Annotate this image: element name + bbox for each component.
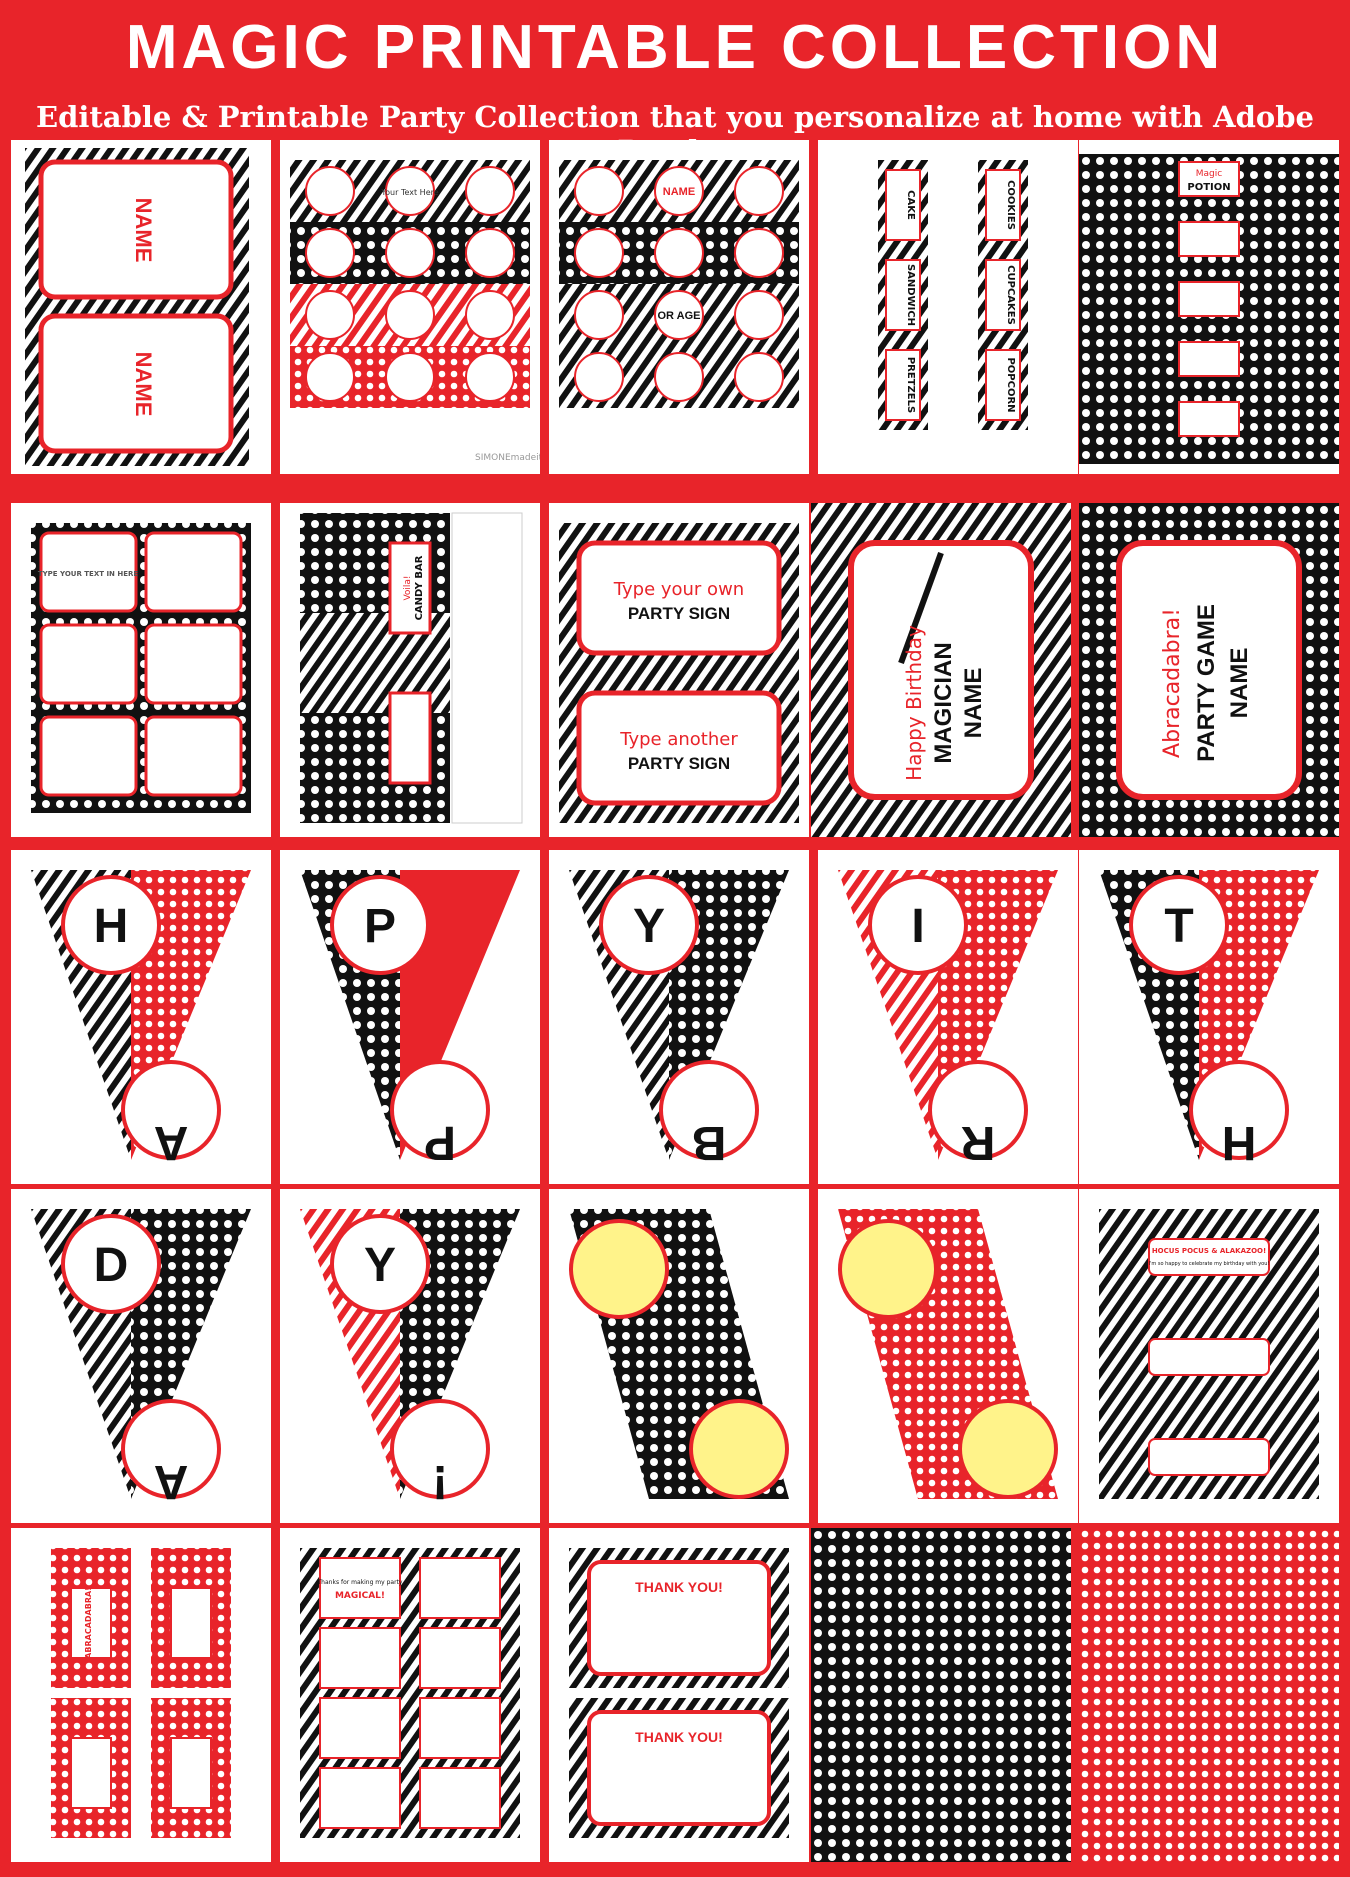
banner-spacer-red-tile [818,1189,1078,1523]
pennant-1-tile: H A [11,850,271,1184]
thanks-tags-tile: Thanks for making my party MAGICAL! [280,1528,540,1862]
pennant-1-top: H [94,900,129,953]
pennant-6-bottom: A [154,1455,189,1508]
party-tags-tile: TYPE YOUR TEXT IN HERE [11,503,271,837]
pennant-7-bottom: ! [432,1455,448,1508]
poster1-line2: MAGICIAN [930,642,957,763]
poster2-line1: Abracadabra! [1160,608,1185,758]
poster2-line2: PARTY GAME [1193,604,1220,762]
invitation-tile: NAME NAME [11,140,271,474]
table-signs-tile: Type your own PARTY SIGN Type another PA… [549,503,809,837]
food-label-5: PRETZELS [905,357,916,413]
sign1-line2: PARTY SIGN [628,604,730,623]
food-label-1: CAKE [905,190,916,220]
thank-you-title: THANK YOU! [635,1579,723,1595]
pennant-4-bottom: R [961,1116,996,1169]
potion-line1: Magic [1196,169,1222,179]
treat-line1: HOCUS POCUS & ALAKAZOO! [1152,1247,1266,1255]
poster1-line3: NAME [960,668,987,739]
invitation-name: NAME [131,198,156,263]
pennant-4-tile: I R [818,850,1078,1184]
party-squares-tile: NAME OR AGE [549,140,809,474]
sign1-line1: Type your own [613,579,744,600]
banner-spacer-black-tile [549,1189,809,1523]
thanks-line2: MAGICAL! [335,1591,385,1601]
sign2-line1: Type another [619,729,738,750]
sign2-line2: PARTY SIGN [628,754,730,773]
food-label-3: SANDWICH [905,264,916,326]
thanks-line1: Thanks for making my party [317,1579,403,1586]
pennant-3-top: Y [633,900,665,953]
pennant-3-tile: Y B [549,850,809,1184]
pennant-2-tile: P P [280,850,540,1184]
invitation-name-2: NAME [131,352,156,417]
page-title: MAGIC PRINTABLE COLLECTION [125,13,1225,82]
candy-line2: CANDY BAR [414,555,425,620]
thank-you-notes-tile: THANK YOU! THANK YOU! [549,1528,809,1862]
paper-black-dots-tile [811,1528,1071,1862]
treat-line2: I'm so happy to celebrate my birthday wi… [1149,1261,1270,1267]
square-name: NAME [663,186,695,198]
brand-mark: SIMONEmadeit [475,453,540,463]
pennant-5-bottom: H [1222,1116,1257,1169]
food-label-4: CUPCAKES [1005,265,1016,325]
poster-game-tile: Abracadabra! PARTY GAME NAME [1079,503,1339,837]
square-age: OR AGE [658,310,701,322]
poster-birthday-tile: Happy Birthday MAGICIAN NAME [811,503,1071,837]
chill-toppers-tile: ABRACADABRA! [11,1528,271,1862]
pennant-1-bottom: A [154,1116,189,1169]
circle-label: Your Text Here [380,188,438,197]
party-circles-tile: Your Text Here SIMONEmadeit [280,140,540,474]
pennant-3-bottom: B [692,1116,727,1169]
food-label-2: COOKIES [1005,180,1016,230]
chill-line1: ABRACADABRA! [84,1587,93,1659]
treat-bag-tile: HOCUS POCUS & ALAKAZOO! I'm so happy to … [1079,1189,1339,1523]
pennant-2-bottom: P [424,1116,456,1169]
pennant-6-tile: D A [11,1189,271,1523]
thank-you-title-2: THANK YOU! [635,1729,723,1745]
candy-line1: Voila! [403,575,413,600]
water-bottle-tile: Magic POTION [1079,140,1339,474]
tag-label: TYPE YOUR TEXT IN HERE [38,570,139,578]
food-labels-tile: CAKE COOKIES SANDWICH CUPCAKES PRETZELS … [818,140,1078,474]
poster2-line3: NAME [1226,648,1253,719]
pennant-4-top: I [911,900,924,953]
pennant-7-top: Y [364,1239,396,1292]
paper-red-dots-tile [1079,1528,1339,1862]
pennant-7-tile: Y ! [280,1189,540,1523]
food-label-6: POPCORN [1005,357,1016,412]
poster1-line1: Happy Birthday [902,625,926,781]
pennant-5-tile: T H [1079,850,1339,1184]
candy-bar-tile: Voila! CANDY BAR [280,503,540,837]
pennant-5-top: T [1164,900,1193,953]
potion-line2: POTION [1187,182,1230,193]
pennant-2-top: P [364,900,396,953]
pennant-6-top: D [94,1239,129,1292]
